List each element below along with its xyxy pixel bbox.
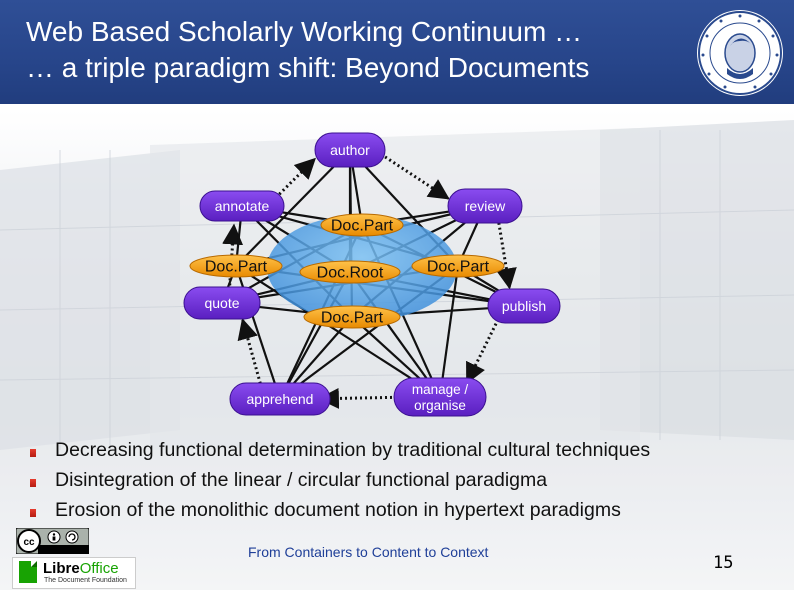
- libreoffice-logo: LibreOffice The Document Foundation: [12, 557, 136, 589]
- activity-label: annotate: [215, 198, 270, 214]
- doc-node-label: Doc.Root: [317, 265, 384, 282]
- bullet-marker: [30, 479, 36, 487]
- doc-node-label: Doc.Part: [331, 218, 394, 235]
- bullet-marker: [30, 449, 36, 457]
- activity-label: publish: [502, 298, 546, 314]
- activity-label: review: [465, 198, 506, 214]
- university-seal-logo: [697, 10, 783, 96]
- slide-header: Web Based Scholarly Working Continuum … …: [0, 0, 794, 104]
- svg-text:cc: cc: [23, 537, 35, 548]
- page-number: 15: [713, 553, 733, 573]
- libreoffice-sub: The Document Foundation: [44, 577, 127, 584]
- cycle-edge: [467, 319, 498, 382]
- doc-node-label: Doc.Part: [205, 259, 268, 276]
- activity-label: organise: [414, 398, 466, 413]
- bullet-text: Erosion of the monolithic document notio…: [55, 499, 621, 522]
- activity-label: manage /: [412, 382, 469, 397]
- activity-label: apprehend: [247, 391, 314, 407]
- activity-label: author: [330, 142, 370, 158]
- libreoffice-doc-icon: [19, 561, 37, 583]
- cycle-edge: [385, 157, 448, 198]
- title-line-1: Web Based Scholarly Working Continuum …: [26, 14, 589, 50]
- title-line-2: … a triple paradigm shift: Beyond Docume…: [26, 50, 589, 86]
- doc-node-label: Doc.Part: [427, 259, 490, 276]
- libreoffice-name: LibreOffice: [43, 560, 119, 577]
- slide-title: Web Based Scholarly Working Continuum … …: [26, 14, 589, 86]
- bullet-text: Disintegration of the linear / circular …: [55, 469, 547, 492]
- doc-node-label: Doc.Part: [321, 310, 384, 327]
- bullet-text: Decreasing functional determination by t…: [55, 439, 650, 462]
- bullet-marker: [30, 509, 36, 517]
- cycle-edge: [320, 397, 402, 399]
- cycle-edge: [499, 223, 510, 288]
- cc-by-sa-icon: cc: [16, 528, 89, 554]
- slide-footer: From Containers to Content to Context: [248, 544, 488, 560]
- activity-label: quote: [204, 295, 239, 311]
